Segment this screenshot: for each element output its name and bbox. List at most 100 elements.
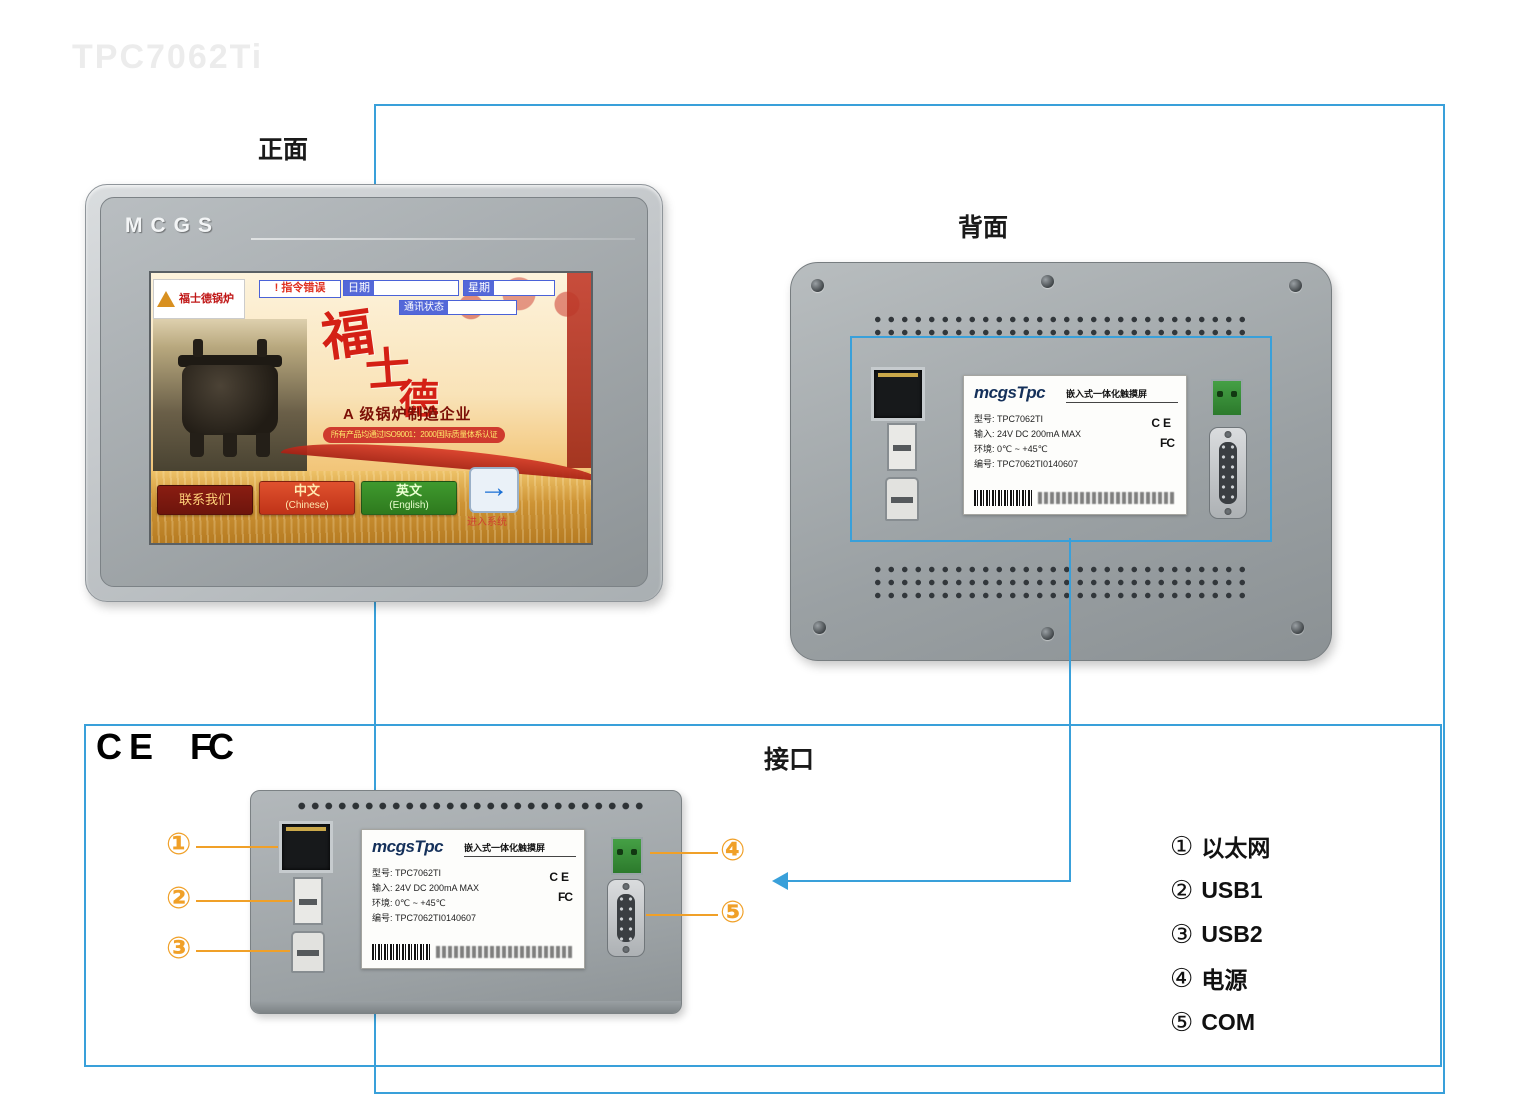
usb2-port xyxy=(291,931,325,973)
legend-item-usb2: ③ USB2 xyxy=(1170,912,1270,956)
company-logo-icon xyxy=(157,291,175,307)
connector-line-vertical xyxy=(1069,538,1071,882)
usb1-port xyxy=(293,877,323,925)
mcgstpc-logo: mcgsTpc xyxy=(974,383,1046,402)
legend-label: COM xyxy=(1201,1008,1255,1035)
callout-1-ethernet: ① xyxy=(166,828,192,861)
callout-line-5 xyxy=(646,914,718,916)
chinese-button-sublabel: (Chinese) xyxy=(285,500,329,511)
port-legend: ① 以太网 ② USB1 ③ USB2 ④ 电源 ⑤ COM xyxy=(1170,824,1270,1044)
ce-mark-small: CE xyxy=(549,870,572,884)
label-title: 嵌入式一体化触摸屏 xyxy=(464,841,576,857)
label-input-row: 输入: 24V DC 200mA MAX xyxy=(372,883,480,893)
mcgstpc-logo: mcgsTpc xyxy=(372,837,444,856)
usb-slot xyxy=(893,444,911,451)
vessel-handle xyxy=(193,339,203,357)
vessel-leg xyxy=(190,433,204,457)
db9-screw-hole xyxy=(1224,431,1232,438)
usb2-port xyxy=(885,477,919,521)
legend-label: USB1 xyxy=(1201,876,1263,903)
chinese-language-button: 中文 (Chinese) xyxy=(259,481,355,515)
fcc-logo: FC xyxy=(190,726,234,767)
legend-label: 以太网 xyxy=(1201,835,1271,861)
ethernet-port xyxy=(871,367,925,421)
back-view-label: 背面 xyxy=(958,214,1009,242)
label-env-row: 环境: 0℃ ~ +45℃ xyxy=(372,898,446,908)
front-view-label: 正面 xyxy=(258,136,309,164)
com-port-db9 xyxy=(607,879,645,957)
vessel-leg xyxy=(256,433,270,457)
comm-status-label: 通讯状态 xyxy=(400,301,448,314)
back-ports-highlight-box xyxy=(850,336,1272,542)
ce-logo: CE xyxy=(96,726,161,767)
date-field-label: 日期 xyxy=(344,281,374,295)
english-button-label: 英文 xyxy=(395,483,422,498)
terminal-hole xyxy=(631,849,637,856)
screw-icon xyxy=(1041,275,1054,288)
db9-screw-hole xyxy=(1224,508,1232,515)
com-port-db9 xyxy=(1209,427,1247,519)
ce-mark-small: CE xyxy=(1151,416,1174,430)
label-serial-row: 编号: TPC7062TI0140607 xyxy=(974,459,1079,469)
english-language-button: 英文 (English) xyxy=(361,481,457,515)
comm-status-field: 通讯状态 xyxy=(399,300,517,315)
arrow-right-icon: → xyxy=(479,471,509,504)
calligraphy-char-3: 德 xyxy=(399,377,439,422)
label-env-row: 环境: 0℃ ~ +45℃ xyxy=(974,444,1048,454)
legend-num: ④ xyxy=(1170,962,1194,993)
comm-status-value xyxy=(448,301,516,314)
company-logo: 福士德锅炉 xyxy=(153,279,245,319)
db9-screw-hole xyxy=(622,883,630,890)
error-status-chip: ! 指令错误 xyxy=(259,280,341,298)
company-slogan: A 级锅炉制造企业 xyxy=(343,406,472,423)
db9-pins xyxy=(617,894,635,942)
device-bottom-edge xyxy=(251,1001,681,1013)
legend-item-ethernet: ① 以太网 xyxy=(1170,824,1270,868)
legend-num: ② xyxy=(1170,874,1194,905)
legend-num: ③ xyxy=(1170,918,1194,949)
vessel-handle xyxy=(257,339,267,357)
vessel-body xyxy=(182,365,278,435)
legend-item-usb1: ② USB1 xyxy=(1170,868,1270,912)
enter-system-button: → xyxy=(469,467,519,513)
barcode xyxy=(372,944,430,960)
chinese-button-label: 中文 xyxy=(293,483,320,498)
legend-num: ① xyxy=(1170,830,1194,861)
english-button-sublabel: (English) xyxy=(389,500,429,511)
fcc-mark-small: FC xyxy=(1160,436,1175,450)
week-field-label: 星期 xyxy=(464,281,494,295)
front-panel-device: MCGS 福士德锅炉 ! 指令错误 日期 xyxy=(85,184,663,602)
company-logo-text: 福士德锅炉 xyxy=(179,293,234,305)
usb-slot xyxy=(891,497,913,503)
date-field: 日期 xyxy=(343,280,459,296)
screw-icon xyxy=(1041,627,1054,640)
screw-icon xyxy=(813,621,826,634)
vent-holes-row xyxy=(295,799,647,813)
certification-logos: CE FC xyxy=(96,726,234,768)
week-field: 星期 xyxy=(463,280,555,296)
db9-screw-hole xyxy=(622,946,630,953)
interface-closeup-device: mcgsTpc 嵌入式一体化触摸屏 型号: TPC7062TI 输入: 24V … xyxy=(250,790,682,1014)
ethernet-port xyxy=(279,821,333,873)
callout-line-3 xyxy=(196,950,290,952)
mcgs-brand-logo: MCGS xyxy=(125,214,220,237)
label-spec-rows: 型号: TPC7062TI 输入: 24V DC 200mA MAX 环境: 0… xyxy=(974,412,1120,472)
label-spec-rows: 型号: TPC7062TI 输入: 24V DC 200mA MAX 环境: 0… xyxy=(372,866,518,926)
label-footer-fine-print xyxy=(436,946,572,958)
terminal-hole xyxy=(1231,391,1237,398)
device-spec-label: mcgsTpc 嵌入式一体化触摸屏 型号: TPC7062TI 输入: 24V … xyxy=(963,375,1187,515)
red-banner-strip xyxy=(567,273,591,468)
callout-line-1 xyxy=(196,846,278,848)
bronze-vessel-photo xyxy=(153,319,307,475)
label-model-row: 型号: TPC7062TI xyxy=(974,414,1044,424)
ethernet-pins xyxy=(286,827,326,831)
power-terminal xyxy=(1211,379,1243,417)
usb-slot xyxy=(299,898,317,905)
callout-5-com: ⑤ xyxy=(720,896,746,929)
screw-icon xyxy=(1291,621,1304,634)
db9-pins xyxy=(1219,442,1237,504)
power-terminal xyxy=(611,837,643,875)
terminal-hole xyxy=(1217,391,1223,398)
callout-line-2 xyxy=(196,900,292,902)
ethernet-pins xyxy=(878,373,918,377)
